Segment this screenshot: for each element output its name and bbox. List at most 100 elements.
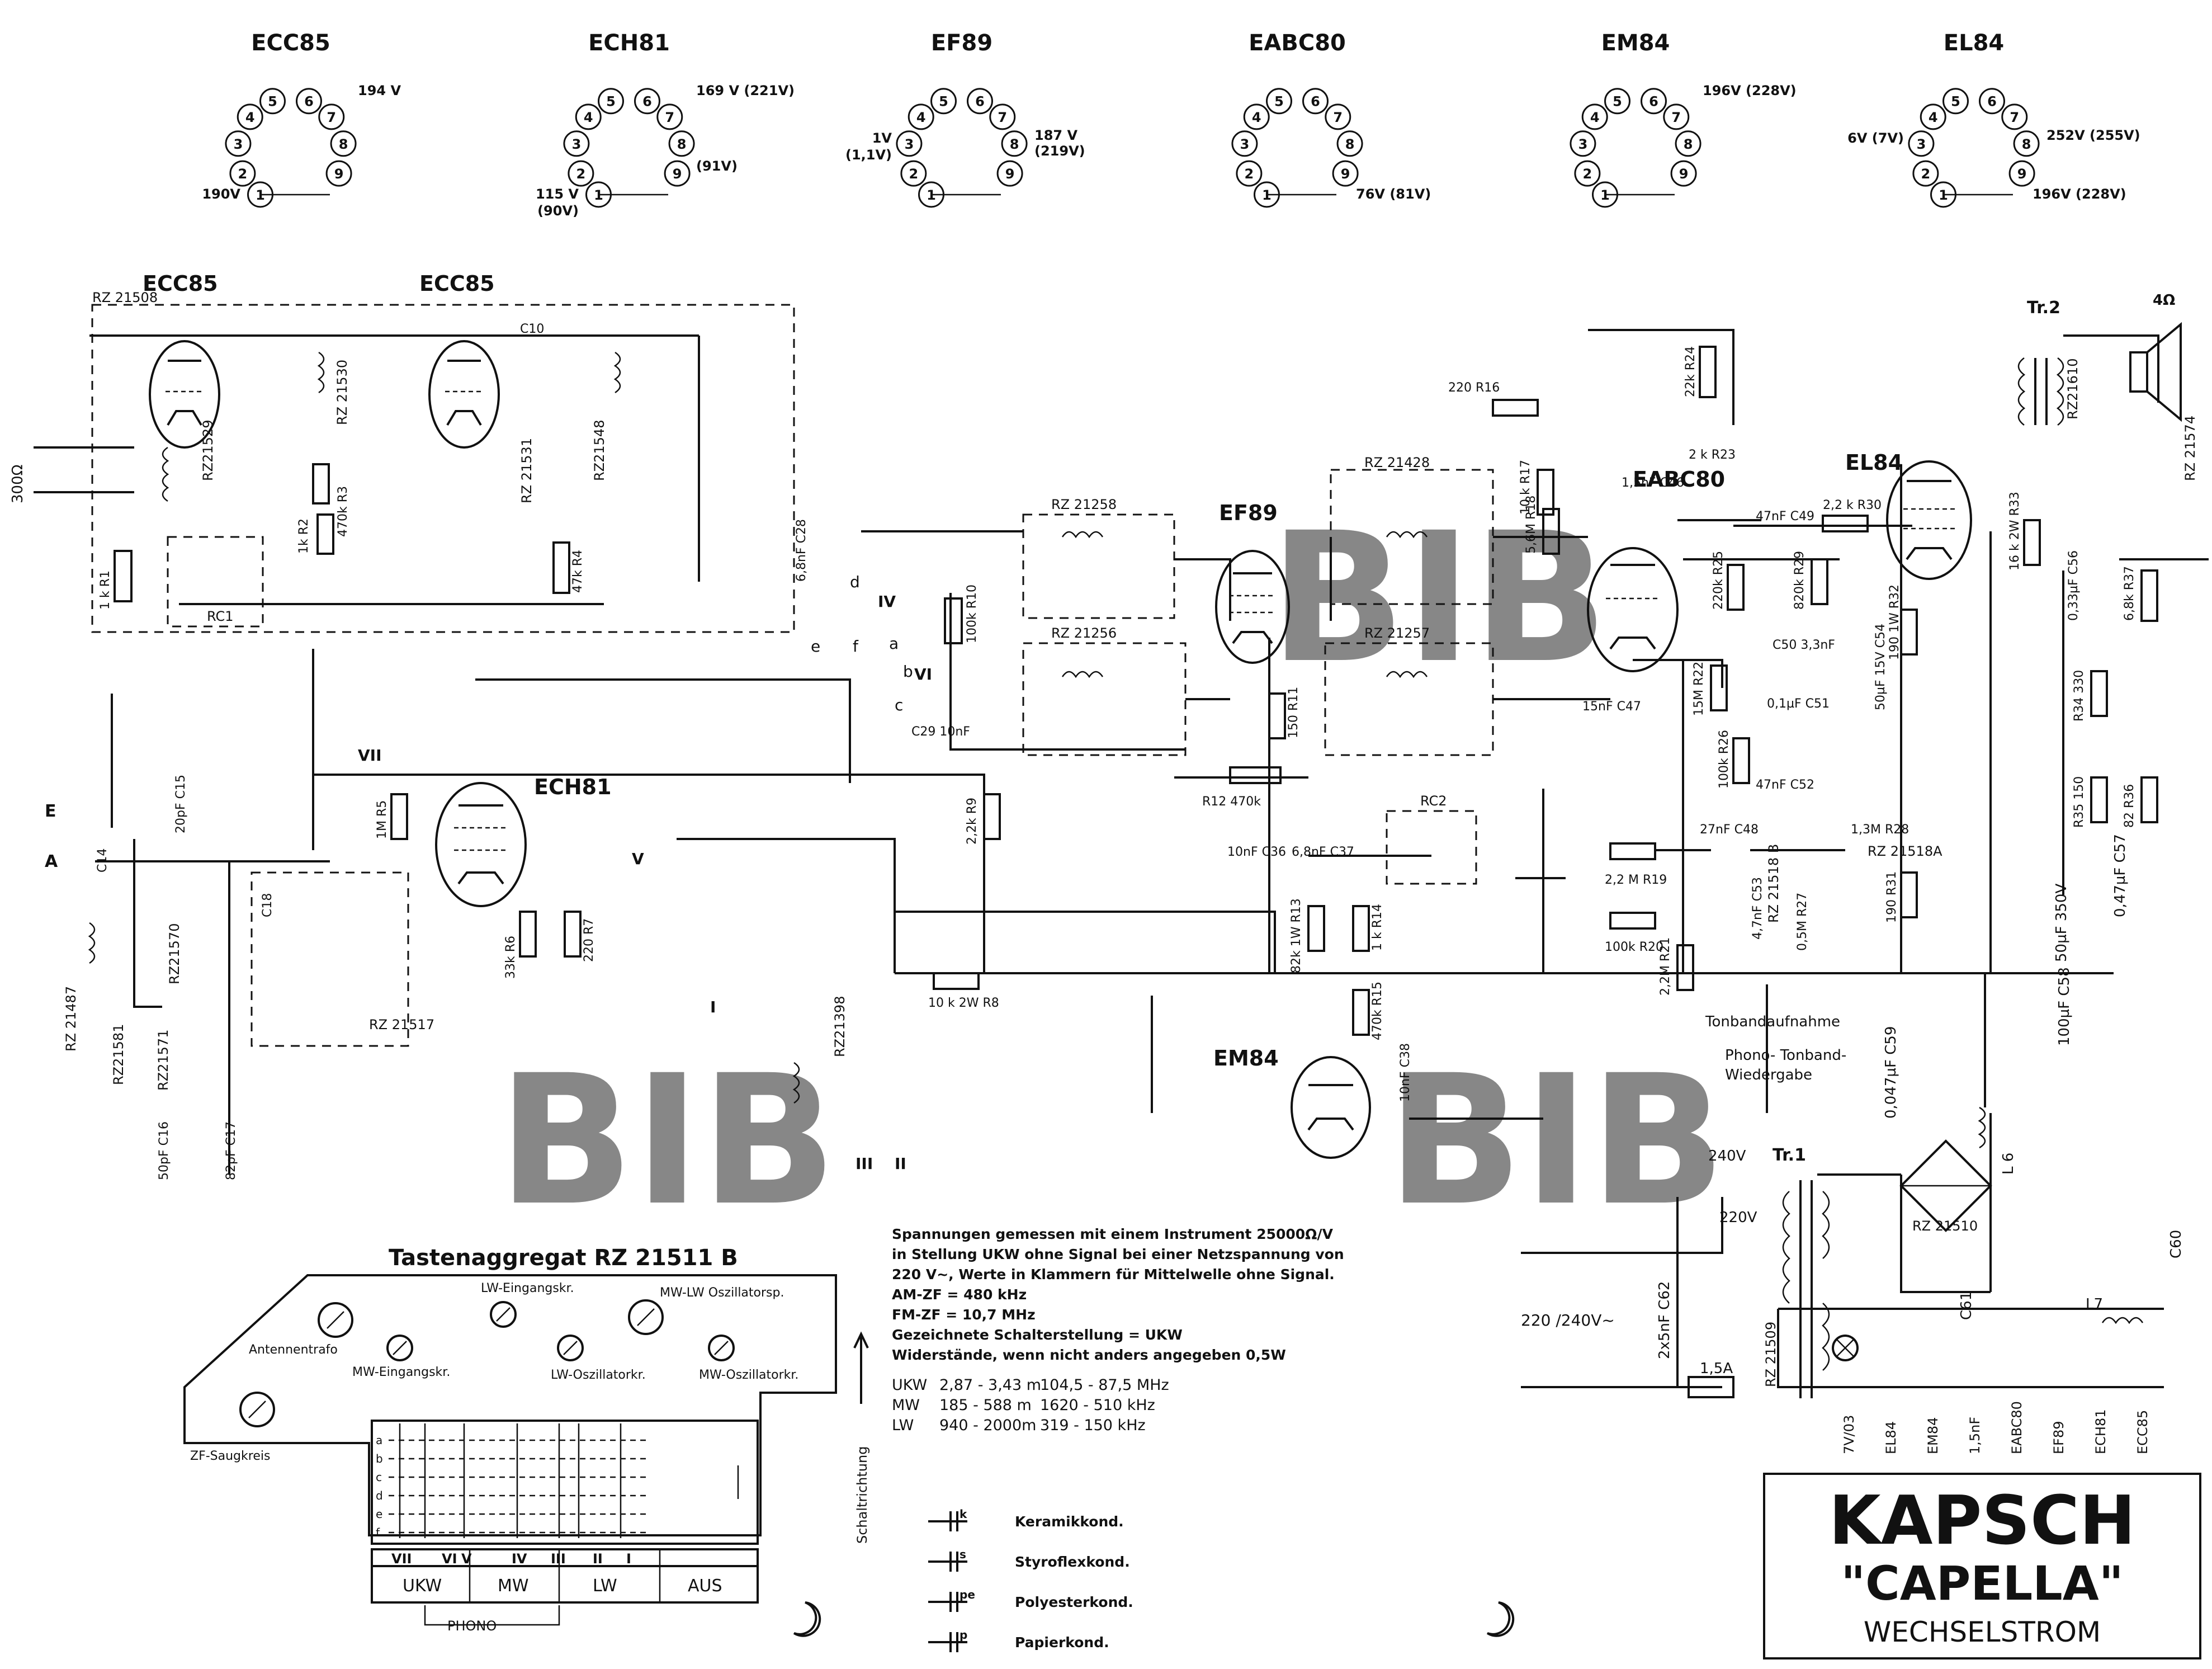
component-label: 82k 1W R13 [1289, 898, 1303, 973]
trimmer-mw-eingangskr[interactable] [386, 1335, 413, 1361]
tube-label-ef89: EF89 [1219, 501, 1278, 525]
pin-number: 4 [1590, 110, 1600, 125]
pin-number: 8 [1684, 136, 1693, 152]
pin-number: 7 [1333, 110, 1343, 125]
component-label: 6,8nF C37 [1292, 845, 1354, 859]
pin-number: 2 [1583, 166, 1592, 182]
pin-number: 9 [1679, 166, 1689, 182]
trimmer-label: LW-Eingangskr. [481, 1281, 574, 1295]
pin [1236, 160, 1263, 187]
switch-label: VII [358, 746, 382, 765]
trimmer-label: MW-LW Oszillatorsp. [660, 1286, 784, 1300]
pin-number: 8 [339, 136, 348, 152]
pin-number: 5 [1613, 94, 1622, 110]
component-label: 22k R24 [1684, 346, 1698, 397]
switch-label: c [895, 696, 903, 714]
pin-number: 6 [1987, 94, 1997, 110]
band-frequency: 1620 - 510 kHz [1040, 1397, 1155, 1414]
tube-em84 [1291, 1056, 1371, 1159]
legend-label: Polyesterkond. [1015, 1594, 1133, 1610]
pin [237, 103, 263, 130]
component-label: 100k R10 [965, 584, 979, 643]
pin [563, 130, 590, 157]
module-label: RZ21548 [592, 420, 607, 481]
module-box-rz21258 [1022, 513, 1175, 619]
module-label: RZ 21487 [63, 986, 79, 1052]
key-ukw[interactable]: UKW [403, 1576, 442, 1596]
key-unit-title: Tastenaggregat RZ 21511 B [389, 1245, 738, 1271]
switch-label: a [889, 634, 899, 653]
component-label: 15M R22 [1692, 662, 1706, 716]
trimmer-mw-lw-oszillatorsp[interactable] [628, 1299, 664, 1335]
pin [575, 103, 602, 130]
component-label: 4,7nF C53 [1751, 877, 1765, 940]
component-label: 50µF 15V C54 [1874, 624, 1888, 710]
module-label: RZ21529 [200, 420, 216, 481]
component-label: 2,2M R21 [1658, 937, 1672, 996]
pin [1978, 88, 2005, 115]
key-aus[interactable]: AUS [688, 1576, 722, 1596]
component-label: 47k R4 [571, 550, 585, 593]
pin-number: 5 [1951, 94, 1960, 110]
tube-eabc80 [1587, 547, 1679, 672]
pin-number: 8 [2022, 136, 2031, 152]
key-roman: VII [391, 1551, 412, 1567]
trimmer-lw-oszillatorkr[interactable] [557, 1335, 584, 1361]
brand-box: KAPSCH "CAPELLA" WECHSELSTROM [1763, 1473, 2201, 1659]
module-labels: RZ 21508 RC1 RZ 21258 RZ 21256 RZ 21428 … [63, 290, 2198, 1387]
tube-labels: ECC85 ECC85 ECH81 EF89 EABC80 EM84 EL84 [143, 271, 1903, 1071]
switch-label: V [632, 850, 644, 868]
switch-label: II [895, 1154, 906, 1173]
pin-number: 6 [642, 94, 652, 110]
band-wavelength: 185 - 588 m [939, 1397, 1032, 1414]
component-label: C29 10nF [911, 725, 970, 739]
pin-number: 1 [1600, 187, 1610, 203]
pin-number: 8 [1010, 136, 1019, 152]
resistor-symbols [114, 346, 2158, 1036]
pin-number: 4 [584, 110, 593, 125]
measurement-notes: Spannungen gemessen mit einem Instrument… [892, 1226, 1344, 1363]
note-line: Widerstände, wenn nicht anders angegeben… [892, 1347, 1286, 1363]
note-line: 220 V~, Werte in Klammern für Mittelwell… [892, 1266, 1335, 1283]
trimmer-antennentrafo[interactable] [318, 1302, 353, 1338]
pin-voltage: (91V) [696, 158, 738, 174]
pinout-title: EABC80 [1249, 30, 1346, 56]
brand-model: "CAPELLA" [1841, 1556, 2123, 1611]
component-label: 2,2 M R19 [1605, 873, 1667, 887]
pin [668, 130, 695, 157]
pin-number: 2 [909, 166, 919, 182]
component-label: C18 [261, 893, 275, 917]
pin-number: 4 [245, 110, 255, 125]
pin [900, 160, 927, 187]
label-220v: 220V [1719, 1209, 1757, 1226]
module-box-rz21256 [1022, 642, 1187, 756]
key-mw[interactable]: MW [498, 1576, 529, 1596]
component-label: 1,3M R28 [1851, 823, 1909, 837]
pin-number: 8 [1345, 136, 1355, 152]
coil-symbols [88, 351, 2144, 1324]
trimmer-label: LW-Oszillatorkr. [551, 1368, 646, 1382]
trimmer-zf-saugkreis[interactable] [239, 1392, 275, 1427]
pinout-title: EF89 [931, 30, 992, 56]
pin [1581, 103, 1608, 130]
pin-number: 9 [1005, 166, 1015, 182]
trimmer-mw-oszillatorkr[interactable] [708, 1335, 735, 1361]
component-label: 470k R3 [336, 486, 350, 537]
pin [966, 88, 993, 115]
tube-ech81 [435, 782, 527, 907]
pin-number: 5 [939, 94, 948, 110]
key-lw[interactable]: LW [593, 1576, 617, 1596]
pin [330, 130, 357, 157]
component-label: 27nF C48 [1700, 823, 1759, 837]
band-name: MW [892, 1397, 920, 1414]
trimmer-lw-eingangskr[interactable] [490, 1301, 517, 1328]
tube-label-ecc85-a: ECC85 [143, 271, 218, 296]
module-label: RZ21570 [167, 923, 182, 984]
pin-number: 6 [304, 94, 314, 110]
pin-number: 4 [1252, 110, 1261, 125]
